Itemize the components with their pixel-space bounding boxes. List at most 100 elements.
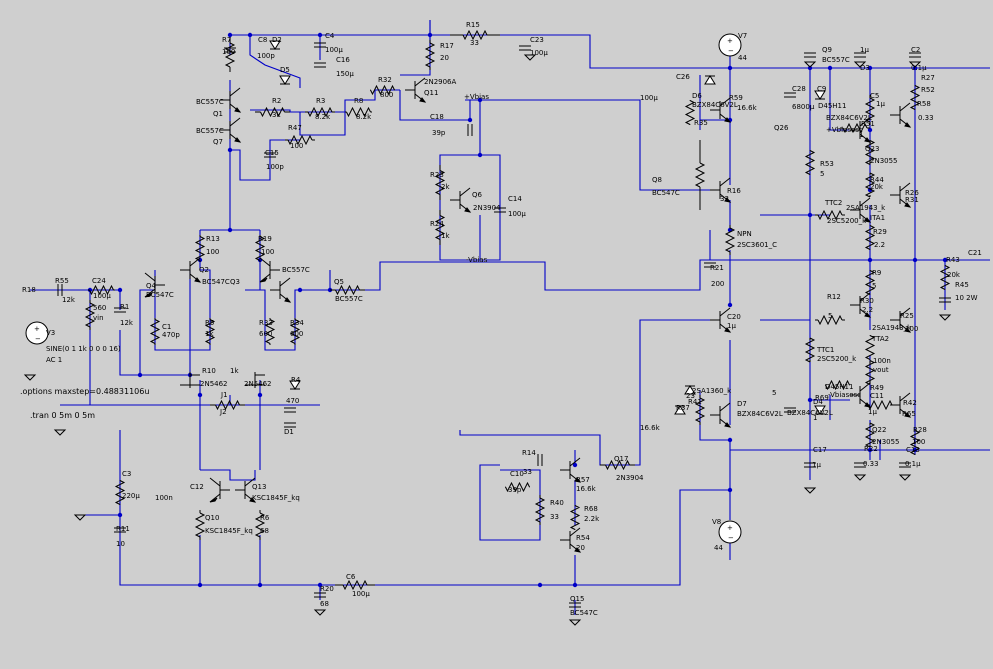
component-label: 0.1µ: [905, 460, 921, 468]
resistor-zigzag: [307, 106, 333, 118]
resistor-zigzag: [346, 106, 371, 118]
capacitor: [57, 284, 63, 296]
component-label: R16: [727, 187, 741, 195]
bjt-arrow: [724, 327, 732, 333]
voltage-source: +−: [718, 520, 742, 544]
component-label: vout: [873, 366, 889, 374]
component-label: R19: [258, 235, 272, 243]
junction-dot: [727, 437, 733, 443]
wire: [400, 20, 431, 76]
component-label: R10: [202, 367, 216, 375]
component-label: C3: [122, 470, 131, 478]
component-label: BZX84C6V2L: [692, 101, 738, 109]
component-label: 2N3055: [872, 438, 900, 446]
ground-triangle: [908, 61, 922, 68]
diode-triangle: [704, 75, 716, 85]
component-label: NPN: [737, 230, 752, 238]
junction-dot: [317, 32, 323, 38]
junction-dot: [912, 257, 918, 263]
component-label: 2SA1943_k: [846, 204, 886, 212]
component-label: R13: [206, 235, 220, 243]
component-label: R27: [921, 74, 935, 82]
bjt-transistor: [850, 117, 872, 143]
ground-icon: [803, 487, 817, 494]
resistor-zigzag: [89, 284, 114, 296]
diode-triangle: [684, 385, 696, 395]
component-label: BC557C: [196, 127, 224, 135]
component-label: 100n: [155, 494, 173, 502]
component-label: 16.6k: [640, 424, 661, 432]
component-label: R43: [946, 256, 960, 264]
component-label: R59: [729, 94, 743, 102]
bjt-arrow: [249, 497, 257, 503]
component-label: J2: [219, 408, 227, 416]
component-label: Q17: [614, 455, 628, 463]
plus-sign: +: [727, 37, 733, 45]
bjt-collector: [859, 292, 871, 302]
junction-dot: [807, 397, 813, 403]
component-label: 0.1µ: [911, 64, 927, 72]
bjt-arrow: [144, 292, 153, 298]
component-label: C20: [727, 313, 741, 321]
bjt-transistor: [220, 87, 242, 113]
capacitor: [704, 262, 716, 268]
resistor: [815, 209, 845, 221]
component-label: R34: [290, 319, 304, 327]
component-label: R33: [259, 319, 273, 327]
component-label: 39p: [432, 129, 446, 137]
component-label: 470p: [162, 331, 180, 339]
component-label: C15: [265, 149, 279, 157]
component-label: 0.33: [918, 114, 934, 122]
bjt-transistor: [710, 177, 732, 203]
junction-dot: [227, 32, 233, 38]
capacitor: [284, 407, 296, 413]
junction-dot: [912, 65, 918, 71]
junction-dot: [572, 462, 578, 468]
component-label: 2N3055: [870, 157, 898, 165]
junction-dot: [867, 127, 873, 133]
component-label: C13: [906, 446, 920, 454]
net-label: .tran 0 5m 0 5m: [30, 411, 95, 420]
bjt-collector: [899, 392, 911, 402]
resistor: [840, 122, 870, 134]
resistor: [114, 480, 126, 505]
component-label: 800: [380, 91, 393, 99]
component-label: 560: [93, 304, 106, 312]
net-label: V3: [46, 329, 55, 337]
resistor: [264, 318, 276, 345]
component-label: R25: [900, 312, 914, 320]
wire: [479, 464, 541, 541]
component-label: 100p: [257, 52, 275, 60]
component-label: C5: [870, 92, 879, 100]
resistor: [330, 284, 365, 296]
diode: [814, 405, 826, 415]
wire: [399, 90, 471, 121]
junction-dot: [197, 582, 203, 588]
component-label: R17: [440, 42, 454, 50]
resistor: [434, 165, 446, 200]
component-label: BC547C: [146, 291, 174, 299]
component-label: R45: [955, 281, 969, 289]
resistor-zigzag: [534, 497, 546, 523]
bjt-collector: [229, 117, 241, 127]
component-label: R58: [917, 100, 931, 108]
resistor: [289, 318, 301, 345]
resistor-zigzag: [424, 42, 436, 68]
component-label: C6: [346, 573, 356, 581]
resistor: [88, 284, 115, 296]
component-label: 8.2k: [356, 113, 372, 121]
component-label: 23: [686, 392, 695, 400]
component-label: BC557C: [335, 295, 363, 303]
resistor-zigzag: [335, 284, 360, 296]
ground-triangle: [568, 619, 582, 626]
component-label: D45H11: [818, 102, 846, 110]
component-label: 600: [259, 330, 272, 338]
minus-sign: −: [35, 335, 41, 343]
component-label: 2N5462: [200, 380, 228, 388]
resistor-zigzag: [817, 209, 843, 221]
component-label: R28: [913, 426, 927, 434]
bjt-arrow: [234, 137, 242, 143]
resistor: [149, 318, 161, 345]
resistor-zigzag: [864, 172, 876, 198]
resistor-zigzag: [909, 430, 921, 455]
